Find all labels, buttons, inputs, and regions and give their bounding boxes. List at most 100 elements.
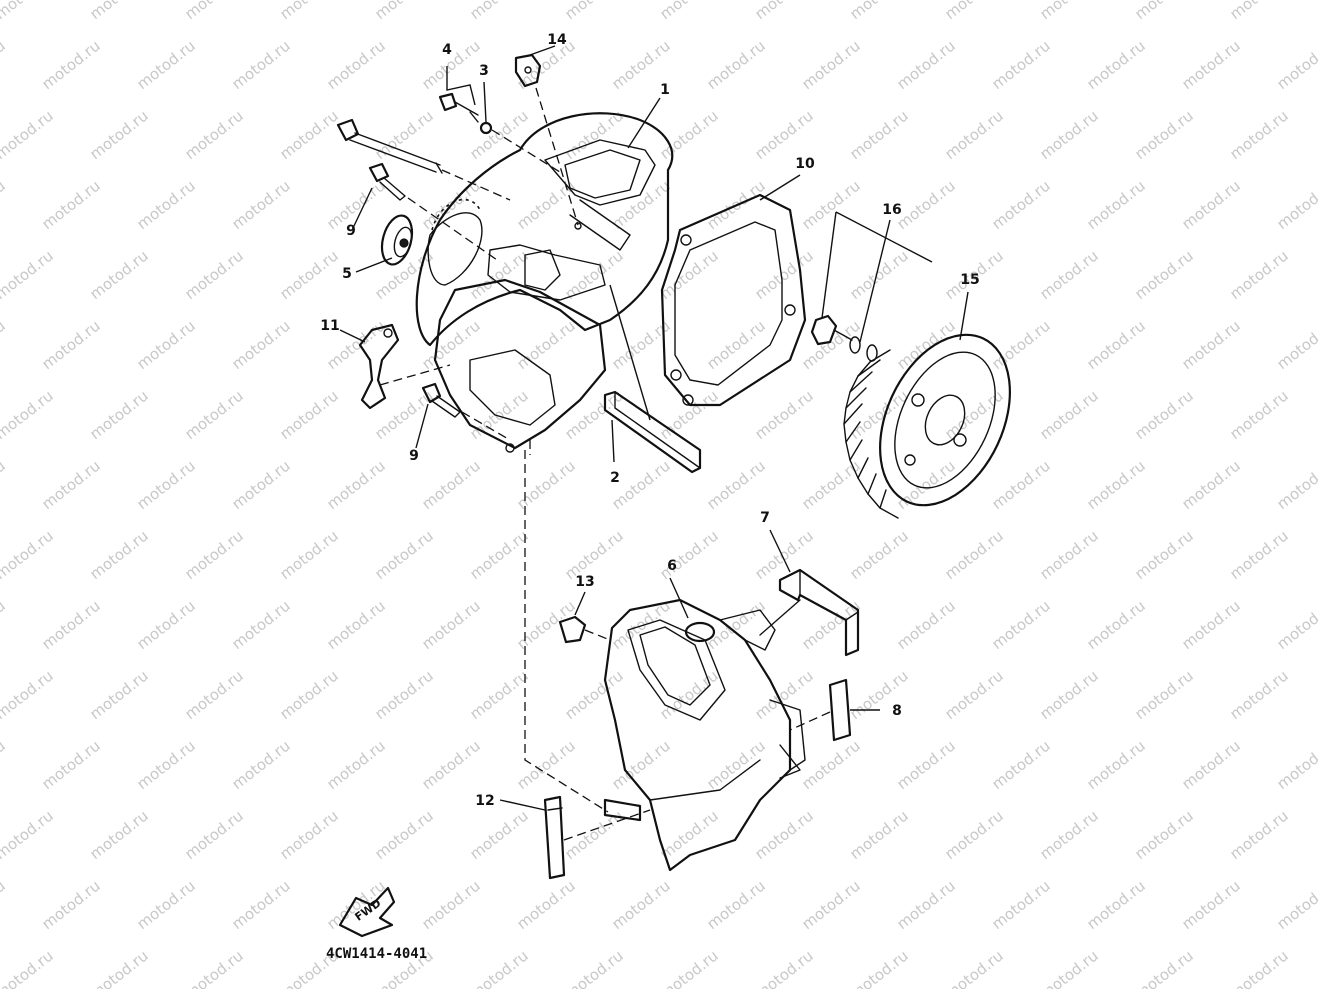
watermark-text: motod.ru — [276, 247, 341, 304]
watermark-text: motod.ru — [513, 597, 578, 654]
watermark-text: motod.ru — [418, 877, 483, 934]
watermark-text: motod.ru — [1226, 0, 1291, 23]
watermark-text: motod.ru — [1178, 457, 1243, 514]
watermark-text: motod.ru — [1273, 597, 1318, 654]
watermark-text: motod.ru — [1083, 177, 1148, 234]
watermark-text: motod.ru — [1178, 597, 1243, 654]
watermark-text: motod.ru — [608, 597, 673, 654]
callout-14: 14 — [547, 32, 567, 48]
watermark-text: motod.ru — [133, 597, 198, 654]
watermark-text: motod.ru — [0, 457, 9, 514]
watermark-text: motod.ru — [1036, 0, 1101, 23]
watermark-text: motod.ru — [228, 177, 293, 234]
watermark-text: motod.ru — [228, 877, 293, 934]
watermark-text: motod.ru — [608, 177, 673, 234]
watermark-text: motod.ru — [1273, 37, 1318, 94]
watermark-text: motod.ru — [846, 527, 911, 584]
watermark-text: motod.ru — [323, 597, 388, 654]
watermark-text: motod.ru — [1226, 247, 1291, 304]
watermark-text: motod.ru — [323, 457, 388, 514]
watermark-text: motod.ru — [38, 37, 103, 94]
part-15-flywheel — [843, 333, 1011, 519]
watermark-text: motod.ru — [133, 37, 198, 94]
part-13-grommet — [558, 615, 611, 644]
watermark-text: motod.ru — [941, 527, 1006, 584]
watermark-text: motod.ru — [893, 877, 958, 934]
watermark-text: motod.ru — [38, 177, 103, 234]
watermark-text: motod.ru — [418, 737, 483, 794]
watermark-text: motod.ru — [561, 947, 626, 989]
watermark-text: motod.ru — [1036, 247, 1101, 304]
watermark-text: motod.ru — [1178, 877, 1243, 934]
watermark-text: motod.ru — [276, 387, 341, 444]
part-11-bracket — [358, 323, 451, 410]
watermark-text: motod.ru — [133, 877, 198, 934]
watermark-text: motod.ru — [608, 877, 673, 934]
watermark-text: motod.ru — [561, 667, 626, 724]
watermark-text: motod.ru — [1036, 807, 1101, 864]
watermark-text: motod.ru — [228, 317, 293, 374]
watermark-text: motod.ru — [513, 877, 578, 934]
watermark-text: motod.ru — [323, 177, 388, 234]
watermark-text: motod.ru — [133, 177, 198, 234]
callout-labels: 1 2 3 4 5 6 7 8 9 9 10 11 12 13 14 15 16 — [320, 32, 979, 809]
watermark-text: motod.ru — [0, 947, 57, 989]
watermark-text: motod.ru — [0, 807, 57, 864]
callout-1: 1 — [660, 82, 670, 98]
watermark-text: motod.ru — [703, 37, 768, 94]
watermark-text: motod.ru — [1178, 177, 1243, 234]
leader-lines — [339, 45, 969, 811]
watermark-text: motod.ru — [86, 387, 151, 444]
watermark-text: motod.ru — [1083, 737, 1148, 794]
callout-12: 12 — [475, 793, 494, 809]
watermark-text: motod.ru — [751, 107, 816, 164]
watermark-text: motod.ru — [276, 527, 341, 584]
callout-15: 15 — [960, 272, 979, 288]
watermark-text: motod.ru — [798, 457, 863, 514]
watermark-text: motod.ru — [86, 667, 151, 724]
watermark-text: motod.ru — [181, 247, 246, 304]
drawing-code: 4CW1414-4041 — [326, 946, 427, 962]
watermark-text: motod.ru — [561, 387, 626, 444]
watermark-text: motod.ru — [38, 457, 103, 514]
watermark-text: motod.ru — [181, 387, 246, 444]
watermark-text: motod.ru — [0, 597, 9, 654]
watermark-text: motod.ru — [276, 667, 341, 724]
watermark-text: motod.ru — [86, 0, 151, 23]
watermark-text: motod.ru — [798, 177, 863, 234]
watermark-text: motod.ru — [798, 317, 863, 374]
watermark-text: motod.ru — [988, 177, 1053, 234]
callout-6: 6 — [667, 558, 677, 574]
callout-2: 2 — [610, 470, 620, 486]
watermark-text: motod.ru — [181, 667, 246, 724]
watermark-text: motod.ru — [846, 947, 911, 989]
watermark-text: motod.ru — [323, 737, 388, 794]
part-2-foam-strip — [603, 284, 702, 474]
watermark-text: motod.ru — [846, 387, 911, 444]
watermark-text: motod.ru — [561, 807, 626, 864]
watermark-text: motod.ru — [1226, 947, 1291, 989]
part-16-nut-and-washer — [810, 211, 933, 362]
watermark-text: motod.ru — [418, 597, 483, 654]
part-10-gasket — [660, 193, 807, 407]
watermark-text: motod.ru — [703, 457, 768, 514]
watermark-text: motod.ru — [846, 107, 911, 164]
part-8-spacer — [789, 678, 880, 742]
watermark-text: motod.ru — [1131, 107, 1196, 164]
watermark-text: motod.ru — [941, 0, 1006, 23]
watermark-text: motod.ru — [751, 667, 816, 724]
watermark-text: motod.ru — [893, 37, 958, 94]
callout-9-upper: 9 — [346, 223, 356, 239]
watermark-text: motod.ru — [1036, 107, 1101, 164]
watermark-text: motod.ru — [1131, 947, 1196, 989]
watermark-text: motod.ru — [38, 737, 103, 794]
watermark-text: motod.ru — [133, 737, 198, 794]
watermark-text: motod.ru — [1226, 807, 1291, 864]
watermark-text: motod.ru — [1083, 37, 1148, 94]
watermark-text: motod.ru — [1273, 457, 1318, 514]
part-long-bolt — [336, 118, 511, 201]
watermark-text: motod.ru — [0, 247, 57, 304]
callout-7: 7 — [760, 510, 770, 526]
watermark-text: motod.ru — [893, 317, 958, 374]
